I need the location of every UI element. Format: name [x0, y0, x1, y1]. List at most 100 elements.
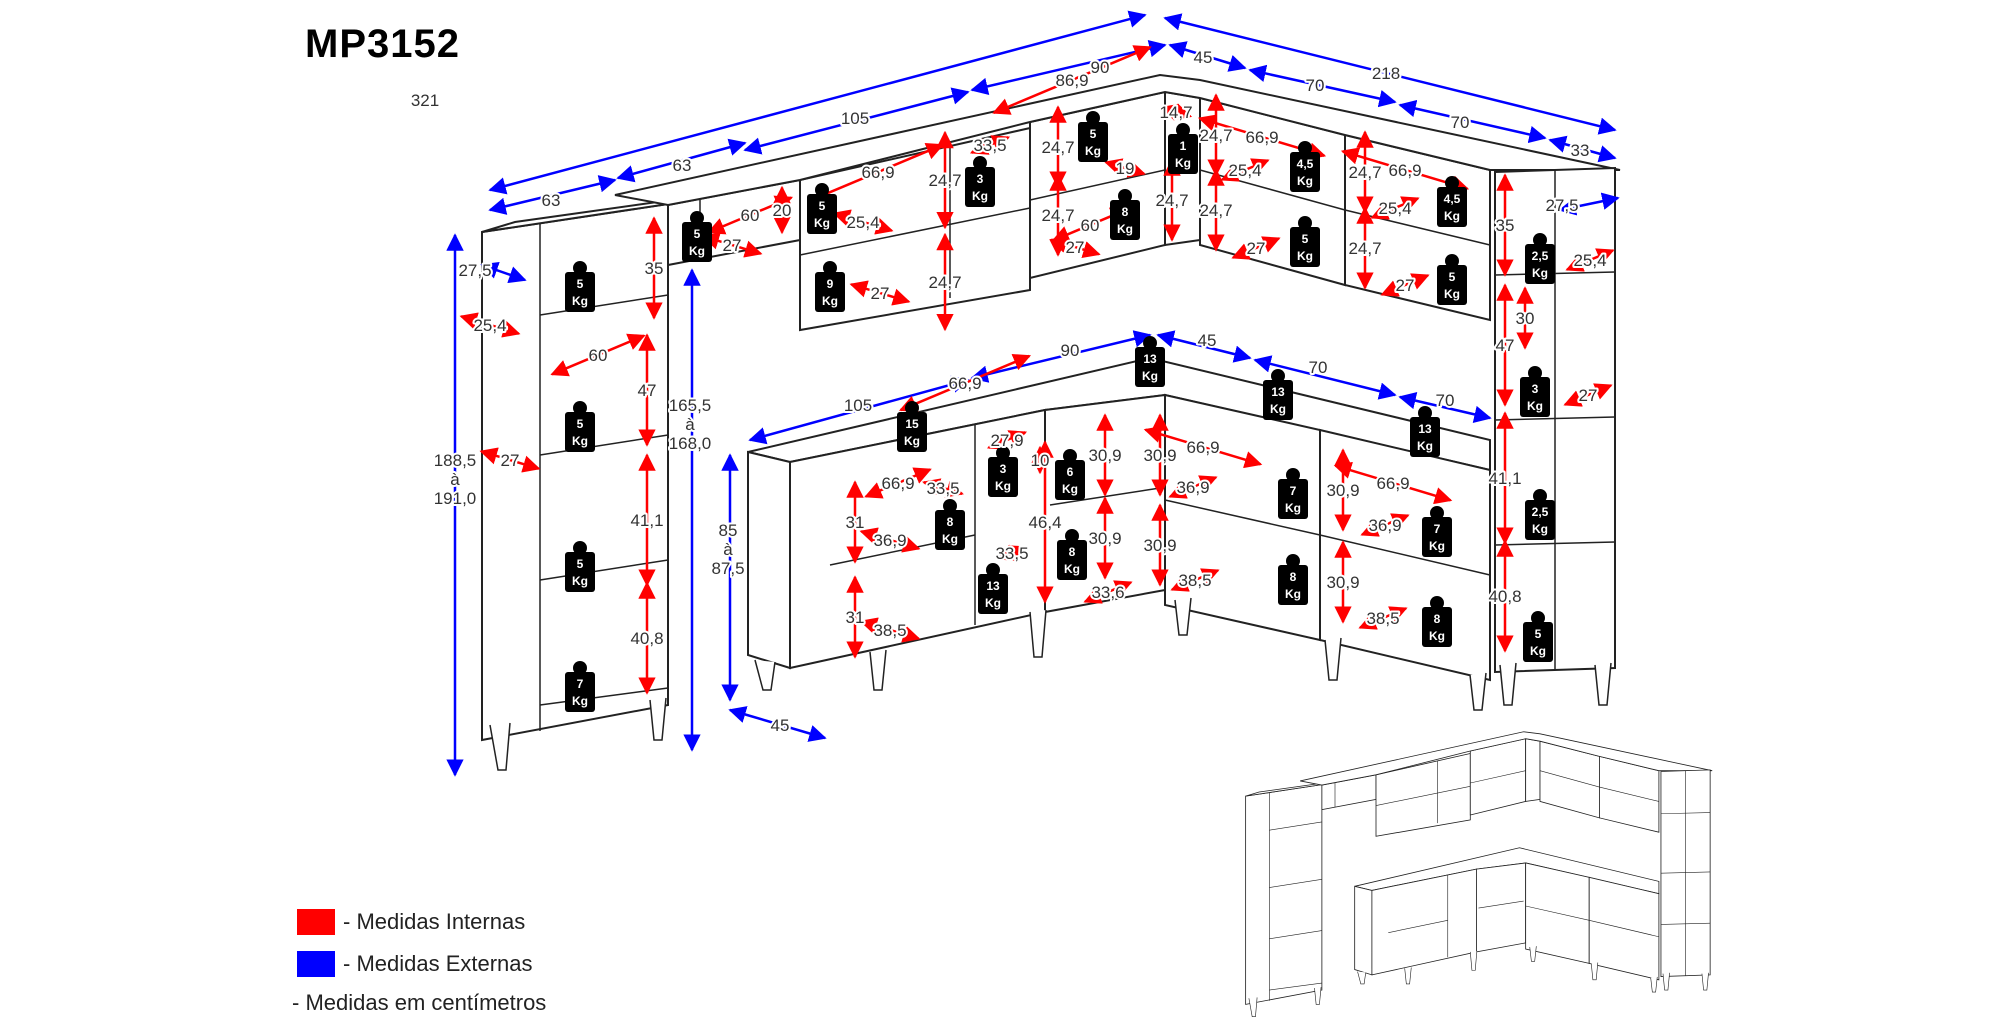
external-color-swatch [297, 951, 335, 977]
internal-dimension-label: 19 [1116, 159, 1135, 178]
internal-dimension-arrow [859, 527, 921, 553]
internal-dimension-arrow [1143, 425, 1263, 469]
internal-dimension-label: 27 [1396, 276, 1415, 295]
weight-icon: 5Kg [1523, 611, 1553, 662]
weight-value: 13 [986, 579, 1000, 593]
internal-dimension-label: 30,9 [1143, 446, 1176, 465]
weight-unit: Kg [822, 294, 838, 308]
weight-unit: Kg [1444, 287, 1460, 301]
weight-unit: Kg [1064, 562, 1080, 576]
external-dimension-arrow [728, 706, 827, 742]
internal-dimension-label: 30,9 [1326, 573, 1359, 592]
external-dimension-label: 70 [1306, 76, 1325, 95]
internal-dimension-label: 24,7 [1155, 191, 1188, 210]
weight-value: 3 [1000, 462, 1007, 476]
weight-unit: Kg [995, 479, 1011, 493]
legend-external-label: - Medidas Externas [343, 951, 533, 976]
external-dimension-label: 45 [1198, 331, 1217, 350]
external-dimension-label: 90 [1091, 58, 1110, 77]
internal-dimension-label: 36,9 [873, 531, 906, 550]
external-dimension-label-line: 165,5 [669, 396, 712, 415]
internal-dimension-label: 25,4 [1228, 161, 1261, 180]
external-dimension-label-line: 168,0 [669, 434, 712, 453]
weight-icon: 7Kg [1422, 506, 1452, 557]
weight-icon: 5Kg [1078, 111, 1108, 162]
cabinet-legs [489, 597, 1612, 771]
weight-unit: Kg [1532, 266, 1548, 280]
weight-value: 5 [694, 227, 701, 241]
weight-value: 2,5 [1532, 249, 1549, 263]
internal-dimension-label: 24,7 [1041, 206, 1074, 225]
internal-dimension-label: 66,9 [861, 163, 894, 182]
weight-value: 7 [1434, 522, 1441, 536]
weight-value: 8 [947, 515, 954, 529]
weight-unit: Kg [1530, 644, 1546, 658]
internal-dimension-arrow [479, 447, 541, 473]
weight-unit: Kg [1527, 399, 1543, 413]
weight-unit: Kg [1532, 522, 1548, 536]
external-dimension-label: 63 [542, 191, 561, 210]
dimension-arrows [446, 10, 1620, 777]
internal-dimension-label: 24,7 [1348, 163, 1381, 182]
overview-thumbnail [1245, 731, 1713, 1018]
internal-dimension-label: 30,9 [1143, 536, 1176, 555]
internal-dimension-arrow [1168, 475, 1218, 499]
weight-icon: 8Kg [1422, 596, 1452, 647]
weight-value: 3 [1532, 382, 1539, 396]
external-dimension-label-line: à [450, 470, 460, 489]
internal-dimension-arrow [849, 280, 911, 306]
external-dimension-label: 321 [411, 91, 439, 110]
weight-value: 1 [1180, 139, 1187, 153]
weight-icon: 5Kg [565, 261, 595, 312]
weight-unit: Kg [572, 574, 588, 588]
internal-dimension-label: 30,9 [1088, 529, 1121, 548]
internal-dimension-arrow [992, 45, 1152, 115]
internal-dimension-label: 60 [589, 346, 608, 365]
internal-dimension-arrow [459, 312, 521, 338]
weight-unit: Kg [1417, 439, 1433, 453]
weight-value: 5 [577, 557, 584, 571]
weight-unit: Kg [1429, 629, 1445, 643]
weight-icon: 2,5Kg [1525, 233, 1555, 284]
external-dimension-label: 33 [1571, 141, 1590, 160]
internal-dimension-label: 47 [1496, 336, 1515, 355]
external-dimension-arrow [488, 175, 617, 215]
external-dimension-arrow [743, 87, 970, 155]
internal-dimension-label: 30 [1516, 309, 1535, 328]
external-dimension-label: 105 [844, 396, 872, 415]
internal-dimension-arrow [1563, 383, 1613, 407]
internal-dimension-label: 47 [638, 381, 657, 400]
internal-dimension-arrow [701, 232, 763, 258]
weight-icon: 3Kg [988, 446, 1018, 497]
weight-unit: Kg [1085, 144, 1101, 158]
internal-dimension-arrow [1220, 158, 1270, 182]
internal-dimension-arrow [1104, 158, 1146, 178]
external-dimension-label: 63 [673, 156, 692, 175]
internal-dimension-arrow [1170, 568, 1220, 592]
internal-dimension-label: 38,5 [1178, 571, 1211, 590]
external-dimension-label-line: 87,5 [711, 559, 744, 578]
weight-unit: Kg [1429, 539, 1445, 553]
internal-dimension-arrow [864, 467, 932, 499]
weight-icon: 5Kg [1437, 254, 1467, 305]
weight-value: 13 [1418, 422, 1432, 436]
internal-dimension-label: 31 [846, 513, 865, 532]
internal-dimension-arrow [1083, 580, 1133, 604]
weight-unit: Kg [1285, 501, 1301, 515]
internal-dimension-arrow [1358, 606, 1408, 630]
internal-dimension-label: 60 [1081, 216, 1100, 235]
weight-unit: Kg [1297, 174, 1313, 188]
weight-unit: Kg [572, 694, 588, 708]
weight-value: 5 [819, 199, 826, 213]
weight-value: 9 [827, 277, 834, 291]
external-dimension-label: 70 [1436, 391, 1455, 410]
internal-dimension-arrow [1231, 236, 1281, 260]
weight-value: 15 [905, 417, 919, 431]
weight-value: 5 [1090, 127, 1097, 141]
